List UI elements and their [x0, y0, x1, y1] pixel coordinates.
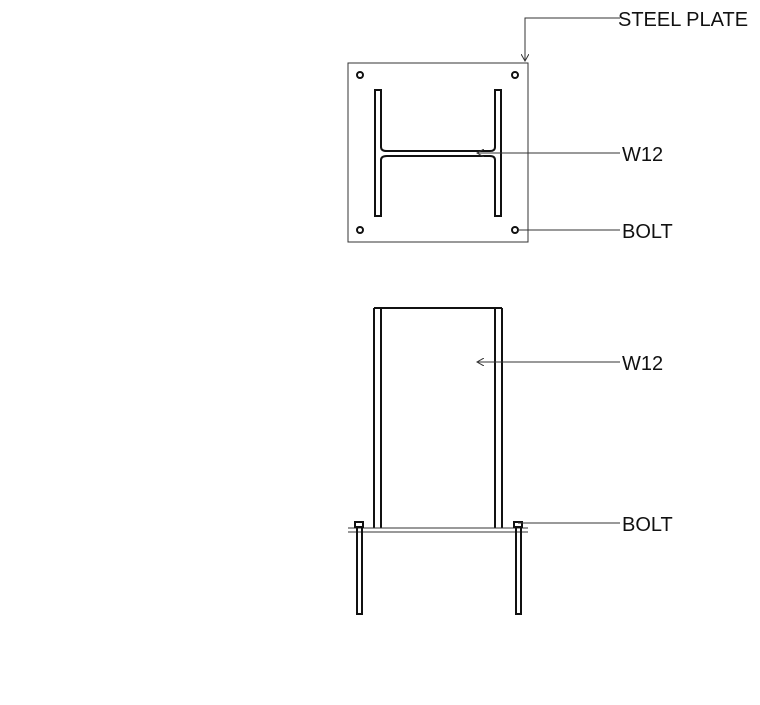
anchor-bolt-right: [513, 521, 523, 615]
w12-section-plan: [374, 89, 502, 217]
bolt-hole-bottom-left: [356, 226, 364, 234]
bolt-hole-top-right: [511, 71, 519, 79]
label-w12-plan: W12: [622, 144, 663, 166]
elevation-view: W12 BOLT: [348, 307, 673, 615]
plan-view: STEEL PLATE W12 BOLT: [347, 9, 748, 243]
leader-steel-plate: [525, 17, 620, 61]
label-w12-elevation: W12: [622, 353, 663, 375]
base-plate-elevation: [348, 527, 528, 533]
label-bolt-plan: BOLT: [622, 221, 673, 243]
anchor-bolt-left: [354, 521, 364, 615]
bolt-hole-top-left: [356, 71, 364, 79]
bolt-hole-bottom-right: [511, 226, 519, 234]
w12-column-elevation: [373, 307, 503, 528]
label-steel-plate: STEEL PLATE: [618, 9, 748, 31]
label-bolt-elevation: BOLT: [622, 514, 673, 536]
